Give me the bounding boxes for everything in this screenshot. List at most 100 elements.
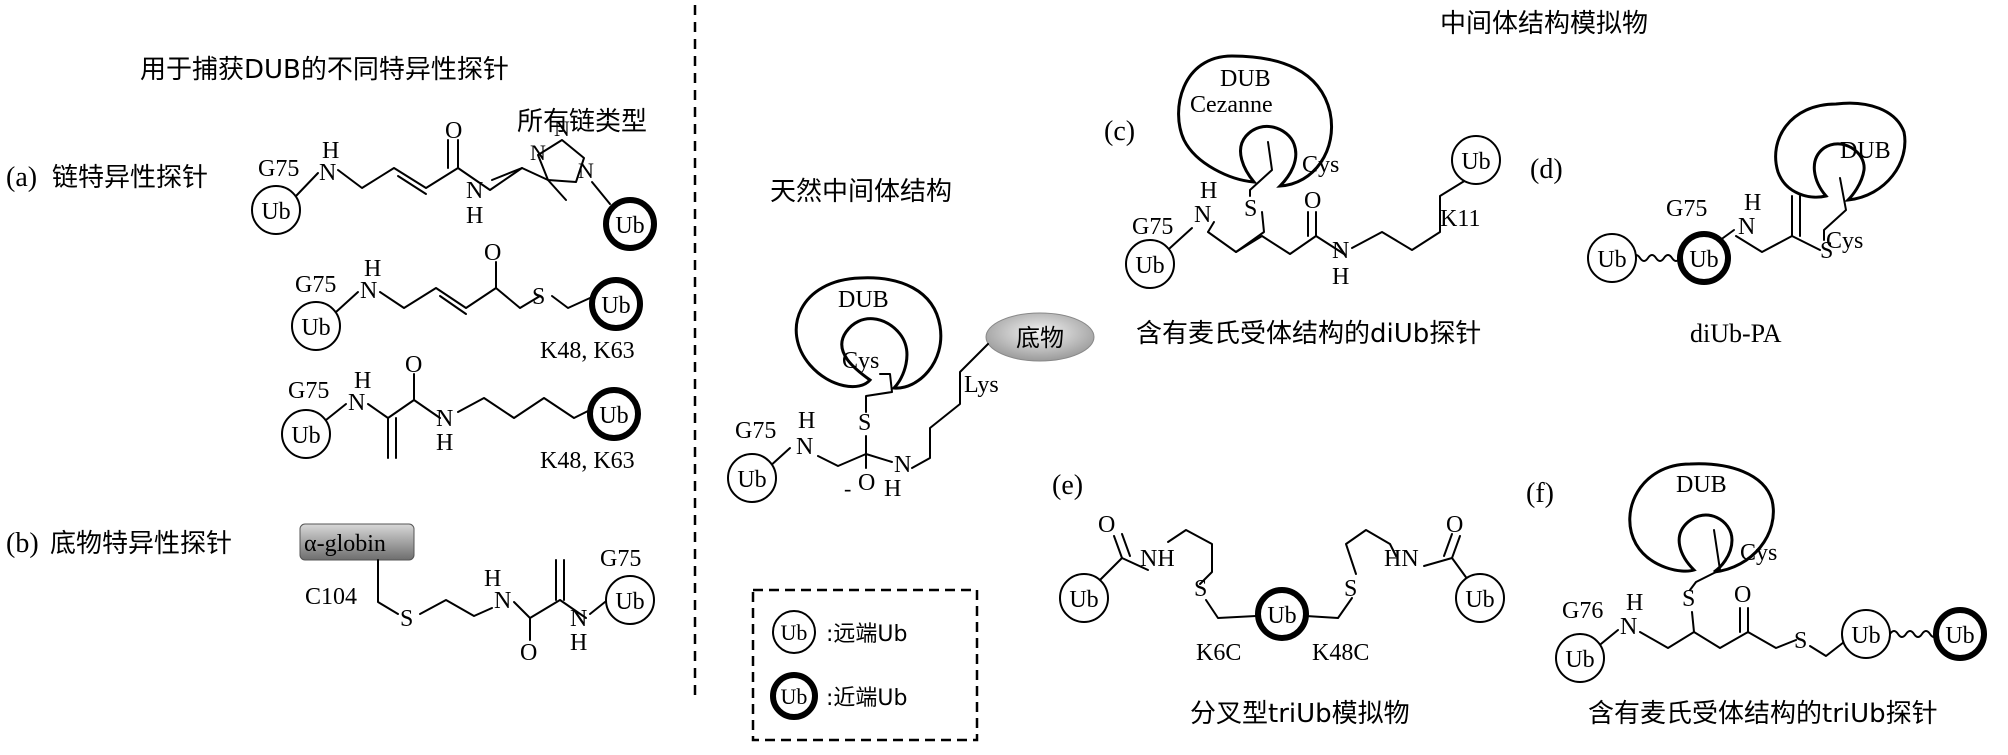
n-label: N: [494, 588, 511, 614]
h-label: H: [1626, 590, 1643, 616]
ub-distal-ring: [1555, 633, 1605, 683]
ub-text: Ub: [599, 403, 628, 429]
o-label: O: [1734, 582, 1751, 608]
caption-f: 含有麦氏受体结构的triUb探针: [1588, 699, 1938, 729]
bond: [1167, 529, 1213, 585]
bond: [419, 599, 493, 617]
ub-distal-ring: [605, 575, 655, 625]
h-label: H: [436, 430, 453, 456]
n-label: N: [360, 278, 377, 304]
ub-text: Ub: [781, 620, 808, 645]
cys-label: Cys: [1826, 228, 1863, 254]
dub-enzyme: [1774, 101, 1907, 202]
n-label: N: [796, 434, 813, 460]
n-label: N: [319, 160, 336, 186]
minus-label: -: [844, 476, 851, 501]
caption-d: diUb-PA: [1690, 319, 1782, 348]
carbonyl: [1443, 533, 1453, 557]
g75-label: G75: [735, 418, 776, 444]
ub-text: Ub: [1069, 587, 1098, 613]
ub-distal-ring: [291, 301, 341, 351]
legend: Ub :远端Ub Ub :近端Ub: [751, 588, 979, 742]
probe-a1: (a) 链特异性探针 所有链类型 Ub G75 H N O N H N N N …: [6, 107, 657, 251]
ub-distal-ring: [1059, 573, 1109, 623]
probe-c: (c) DUB Cezanne Cys S O N H Ub K11 H N G…: [1104, 54, 1501, 349]
n-label: N: [570, 606, 587, 632]
g75-label: G75: [1132, 214, 1173, 240]
bond: [1689, 529, 1721, 591]
ub-text: Ub: [615, 589, 644, 615]
s-label: S: [400, 606, 413, 632]
ub-text: Ub: [1689, 247, 1718, 273]
bond: [335, 291, 359, 313]
all-chains-label: 所有链类型: [517, 107, 647, 137]
dub-label: DUB: [1840, 138, 1891, 164]
o-label: O: [1304, 188, 1321, 214]
n-label: N: [436, 406, 453, 432]
n-label: N: [348, 390, 365, 416]
n-label: N: [578, 158, 594, 183]
bond: [1249, 141, 1273, 197]
dub-enzyme: [1177, 54, 1333, 188]
cys-label: Cys: [1740, 540, 1777, 566]
g75-label: G75: [295, 272, 336, 298]
bond: [295, 172, 319, 197]
ub-text: Ub: [781, 684, 808, 709]
cys-label: Cys: [1302, 152, 1339, 178]
h-label: H: [1332, 264, 1349, 290]
s-label: S: [1244, 196, 1257, 222]
ub-text: Ub: [291, 423, 320, 449]
bond: [377, 559, 399, 615]
g76-label: G76: [1562, 598, 1603, 624]
ub-distal-ring: [727, 453, 777, 503]
bond: [1207, 211, 1265, 253]
bond: [1207, 221, 1215, 233]
bond: [1423, 557, 1469, 581]
bond: [491, 167, 567, 201]
caption-c: 含有麦氏受体结构的diUb探针: [1136, 319, 1481, 349]
o-label: O: [858, 470, 875, 496]
ub-distal-ring: [281, 409, 331, 459]
ub-proximal-ring: [1255, 587, 1309, 641]
hn-label: HN: [1384, 546, 1419, 572]
o-label: O: [445, 118, 462, 144]
o-label: O: [1446, 512, 1463, 538]
ub-proximal-ring: [587, 387, 641, 441]
h-label: H: [354, 368, 371, 394]
o-label: O: [405, 352, 422, 378]
cys-label: Cys: [842, 348, 879, 374]
s-label: S: [1794, 628, 1807, 654]
ub-text: Ub: [1267, 603, 1296, 629]
n-label: N: [894, 452, 911, 478]
lys-chain: [911, 343, 989, 469]
probe-e: (e) Ub O NH S Ub S HN O Ub K6C K48C 分叉型t…: [1052, 470, 1505, 729]
globin-label: α-globin: [304, 531, 386, 557]
bond: [551, 295, 591, 309]
probe-d: (d) DUB Cys S H N G75 Ub Ub diUb-PA: [1530, 101, 1907, 348]
bond: [591, 181, 611, 205]
h-label: H: [364, 256, 381, 282]
probe-f: (f) DUB Cys S O S Ub Ub H N G76 Ub 含有麦氏受…: [1526, 462, 1987, 729]
bond: [1235, 235, 1345, 255]
substrate-ellipse: [985, 312, 1095, 362]
n-label: N: [1620, 614, 1637, 640]
dub-label: DUB: [1676, 472, 1727, 498]
o-label: O: [520, 640, 537, 666]
c104-label: C104: [305, 584, 357, 610]
o-label: O: [1098, 512, 1115, 538]
s-label: S: [858, 410, 871, 436]
ub-text: Ub: [1461, 149, 1490, 175]
ub-text: Ub: [1465, 587, 1494, 613]
ub-text: Ub: [261, 199, 290, 225]
carbonyl: [1451, 535, 1461, 559]
chain-bond: [367, 399, 441, 419]
double-bond: [397, 175, 427, 195]
label-b: (b): [6, 528, 39, 559]
g75-label: G75: [258, 156, 299, 182]
ub-text: Ub: [1135, 253, 1164, 279]
label-d: (d): [1530, 154, 1563, 185]
ub-proximal-ring: [589, 277, 643, 331]
dub-enzyme: [794, 276, 943, 390]
left-panel-title: 用于捕获DUB的不同特异性探针: [140, 55, 509, 85]
probe-a3: Ub G75 H N O N H Ub K48, K63: [281, 352, 641, 474]
